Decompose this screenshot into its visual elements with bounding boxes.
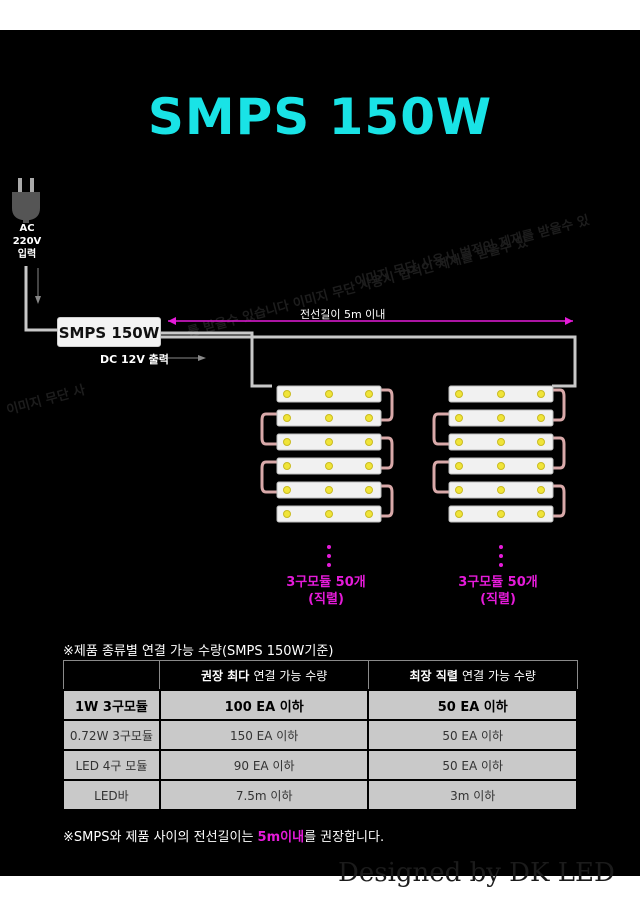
product-cell: LED바 [62,779,161,811]
led-chip [325,390,333,398]
led-chip [325,486,333,494]
series-count-cell: 50 EA 이하 [367,689,578,721]
note-highlight: 5m이내 [257,830,305,845]
header-light: 연결 가능 수량 [253,668,328,683]
led-chip [325,414,333,422]
continuation-dot [499,554,503,558]
led-chip [497,510,505,518]
led-chip [455,510,463,518]
led-chip [283,510,291,518]
module-wire [260,460,277,494]
led-chip [283,486,291,494]
module-wire [381,388,394,422]
led-chip [455,438,463,446]
group-note: (직렬) [308,592,344,607]
continuation-dot [327,563,331,567]
led-chip [497,462,505,470]
led-chip [497,390,505,398]
header-cell-series: 최장 직렬 연결 가능 수량 [367,660,578,691]
led-chip [537,438,545,446]
led-chip [497,486,505,494]
table-row: 1W 3구모듈 100 EA 이하 50 EA 이하 [62,689,578,721]
led-chip [365,510,373,518]
product-cell: 1W 3구모듈 [62,689,161,721]
module-wire [553,484,566,518]
designer-signature: Designed by DK LED [338,858,615,888]
compatibility-table: 권장 최다 연결 가능 수량 최장 직렬 연결 가능 수량 1W 3구모듈 10… [62,660,578,811]
led-chip [455,486,463,494]
note-text: ※SMPS와 제품 사이의 전선길이는 [63,830,258,845]
led-chip [537,510,545,518]
table-row: 0.72W 3구모듈 150 EA 이하 50 EA 이하 [62,719,578,751]
led-chip [455,462,463,470]
led-chip [537,486,545,494]
module-wire [381,484,394,518]
module-wire [381,436,394,470]
led-chip [537,390,545,398]
table-caption: ※제품 종류별 연결 가능 수량(SMPS 150W기준) [63,644,334,659]
group-name: 3구모듈 50개 [286,575,366,590]
continuation-dot [327,554,331,558]
input-label: 입력 [17,249,37,260]
led-chip [283,390,291,398]
series-count-cell: 50 EA 이하 [367,719,578,751]
led-chip [365,438,373,446]
voltage-label: 220V [12,236,42,247]
led-chip [325,438,333,446]
module-wire [553,436,566,470]
led-chip [365,390,373,398]
led-chip [455,390,463,398]
page-title: SMPS 150W [147,88,493,146]
module-wire [432,412,449,446]
header-bold: 권장 최다 [200,668,250,683]
header-cell-empty [62,660,161,691]
max-count-cell: 150 EA 이하 [158,719,370,751]
table-header-row: 권장 최다 연결 가능 수량 최장 직렬 연결 가능 수량 [62,660,578,691]
dc-output-label: DC 12V 출력 [100,353,169,366]
led-chip [365,414,373,422]
max-count-cell: 7.5m 이하 [158,779,370,811]
module-wire [553,388,566,422]
led-chip [365,486,373,494]
continuation-dot [327,545,331,549]
cable-length-note: ※SMPS와 제품 사이의 전선길이는 5m이내를 권장합니다. [63,826,384,845]
led-chip [537,462,545,470]
series-count-cell: 50 EA 이하 [367,749,578,781]
led-chip [497,438,505,446]
led-chip [455,414,463,422]
series-count-cell: 3m 이하 [367,779,578,811]
smps-unit: SMPS 150W [57,317,161,347]
ac-input-label: AC 220V 입력 [10,222,44,261]
led-chip [325,462,333,470]
led-chip [497,414,505,422]
header-light: 연결 가능 수량 [462,668,536,683]
group-note: (직렬) [480,592,516,607]
note-text-end: 를 권장합니다. [304,830,385,845]
cable-length-label: 전선길이 5m 이내 [300,308,386,321]
header-cell-recommended: 권장 최다 연결 가능 수량 [159,660,369,691]
module-group-right-caption: 3구모듈 50개 (직렬) [428,574,568,608]
led-chip [283,462,291,470]
led-chip [283,438,291,446]
led-chip [365,462,373,470]
max-count-cell: 100 EA 이하 [158,689,370,721]
product-cell: LED 4구 모듈 [62,749,161,781]
ac-label: AC [19,223,35,234]
table-row: LED 4구 모듈 90 EA 이하 50 EA 이하 [62,749,578,781]
power-plug-icon [12,178,40,223]
continuation-dot [499,563,503,567]
led-chip [283,414,291,422]
product-cell: 0.72W 3구모듈 [62,719,161,751]
table-row: LED바 7.5m 이하 3m 이하 [62,779,578,811]
module-wire [260,412,277,446]
module-group-left-caption: 3구모듈 50개 (직렬) [256,574,396,608]
header-bold: 최장 직렬 [409,668,458,683]
led-chip [325,510,333,518]
group-name: 3구모듈 50개 [458,575,538,590]
led-chip [537,414,545,422]
max-count-cell: 90 EA 이하 [158,749,370,781]
continuation-dot [499,545,503,549]
module-wire [432,460,449,494]
